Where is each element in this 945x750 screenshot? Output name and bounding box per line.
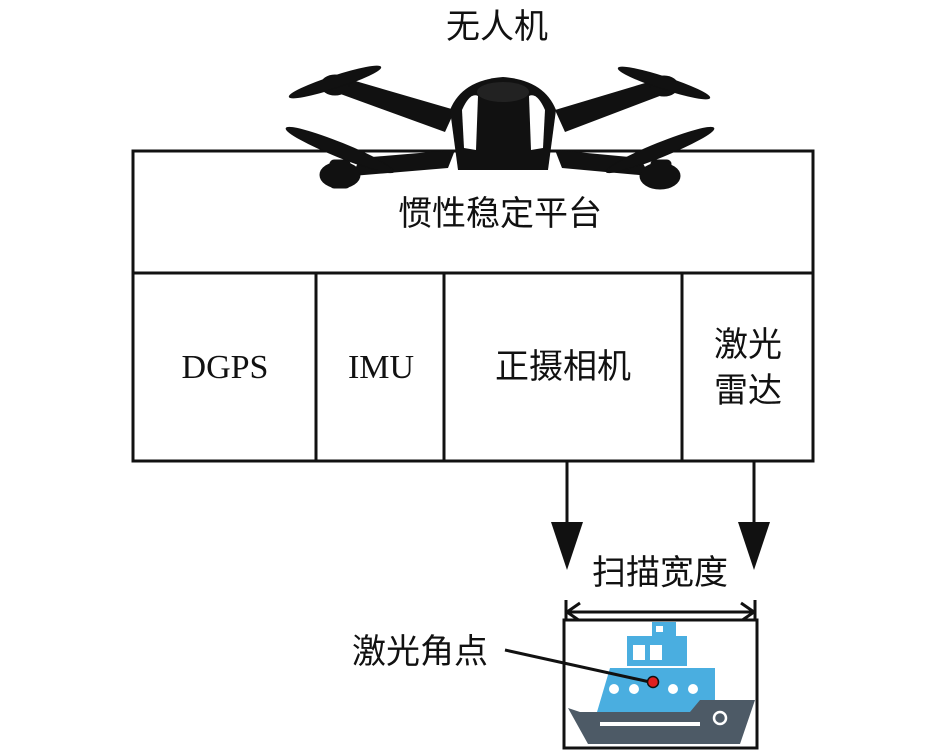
scan-width-arrow — [564, 600, 757, 625]
drone-label: 无人机 — [446, 7, 548, 47]
sensor-lidar-label-line2: 雷达 — [714, 371, 782, 411]
laser-point-marker — [646, 675, 660, 689]
laser-point-label: 激光角点 — [352, 632, 488, 672]
arrows — [551, 461, 770, 570]
camera-arrow-head — [551, 522, 583, 570]
sensor-camera-label: 正摄相机 — [495, 347, 631, 387]
scan-width-label: 扫描宽度 — [592, 553, 728, 593]
platform-box — [131, 149, 815, 463]
sensor-imu-label: IMU — [348, 349, 414, 386]
sensor-lidar-label-line1: 激光 — [714, 325, 782, 365]
sensor-dgps-label: DGPS — [182, 349, 269, 386]
platform-label: 惯性稳定平台 — [398, 194, 602, 234]
platform-group — [131, 149, 815, 463]
laser-point-leader — [504, 648, 651, 684]
lidar-arrow-head — [738, 522, 770, 570]
ship-icon — [568, 622, 755, 744]
drone-icon — [285, 65, 715, 190]
